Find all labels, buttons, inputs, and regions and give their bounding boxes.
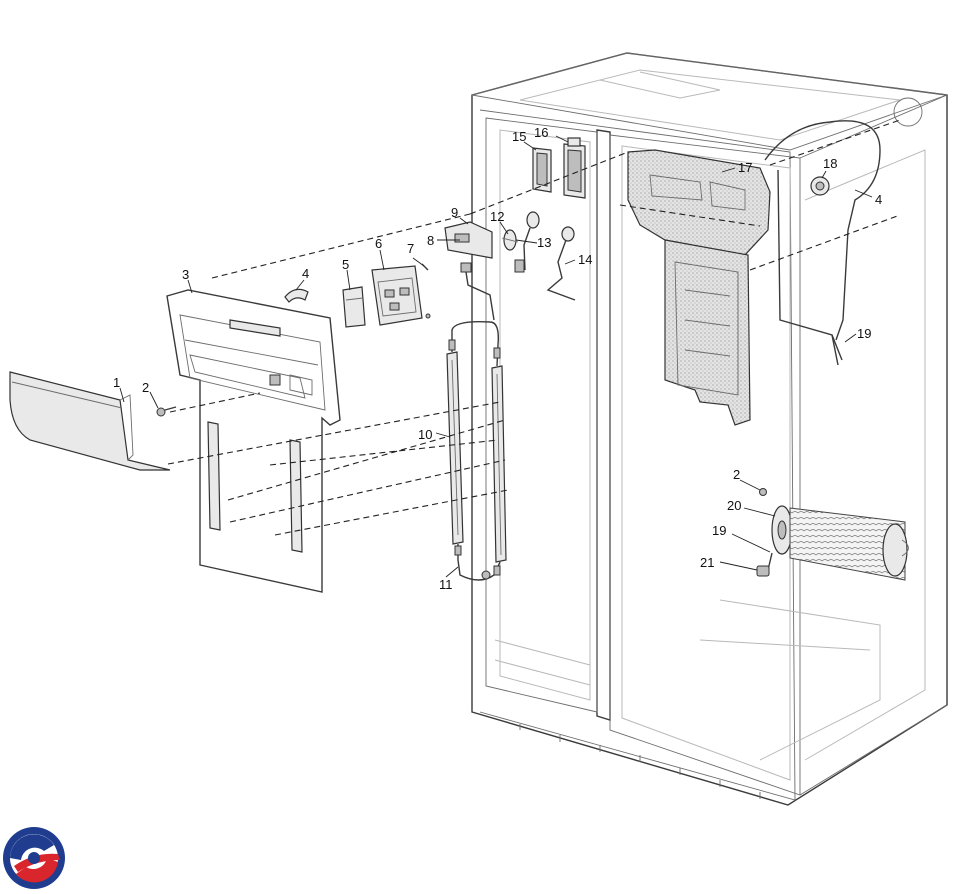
callout-9: 9	[451, 205, 458, 220]
part-18-grommet	[810, 176, 830, 196]
part-12-thermistor	[514, 211, 540, 273]
callout-4-left: 4	[302, 266, 309, 281]
condenser-coil	[789, 507, 909, 581]
part-2-screw-right	[759, 488, 767, 496]
part-21-sensor	[756, 552, 773, 577]
callout-20: 20	[727, 498, 741, 513]
part-10-heater-right	[491, 365, 507, 563]
part-15-vent-left	[532, 147, 552, 193]
callout-labels: 1 2 2 3 4 4 5 6 7 8 9 10 11 12 13 14 15 …	[113, 125, 882, 592]
callout-14: 14	[578, 252, 592, 267]
callout-7: 7	[407, 241, 414, 256]
callout-13: 13	[537, 235, 551, 250]
callout-15: 15	[512, 129, 526, 144]
part-2-screw-left	[156, 406, 177, 417]
callout-5: 5	[342, 257, 349, 272]
part-20-fan-motor	[771, 505, 793, 555]
part-14-wire-harness	[546, 226, 576, 301]
part-9-control-bracket	[444, 221, 493, 259]
callout-19-lower: 19	[712, 523, 726, 538]
part-10-heater-left	[446, 351, 464, 545]
callout-6: 6	[375, 236, 382, 251]
callout-18: 18	[823, 156, 837, 171]
part-7-screw	[421, 263, 431, 319]
callout-12: 12	[490, 209, 504, 224]
assembly-lines	[167, 119, 901, 536]
part-5-cover	[342, 286, 366, 328]
callout-1: 1	[113, 375, 120, 390]
part-4-heater-wire-right	[764, 120, 881, 366]
callout-19-right: 19	[857, 326, 871, 341]
callout-3: 3	[182, 267, 189, 282]
callout-2-left: 2	[142, 380, 149, 395]
part-4-clip-left	[284, 288, 309, 303]
part-1-drip-tray	[9, 371, 171, 471]
callout-11: 11	[439, 577, 453, 592]
leader-lines	[119, 135, 873, 578]
part-3-dispenser-panel	[166, 289, 341, 593]
part-17-evaporator-cover	[627, 149, 771, 426]
part-13-capacitor	[501, 229, 519, 251]
callout-16: 16	[534, 125, 548, 140]
callout-4-right: 4	[875, 192, 882, 207]
part-8-connector	[460, 262, 495, 321]
part-16-vent-right	[563, 137, 586, 199]
callout-10: 10	[418, 427, 432, 442]
part-11-heater-wire	[448, 320, 501, 581]
callout-21: 21	[700, 555, 714, 570]
part-6-housing	[371, 265, 423, 326]
brand-logo-icon	[3, 827, 65, 889]
callout-17: 17	[738, 160, 752, 175]
refrigerator-cabinet	[471, 52, 948, 806]
callout-8: 8	[427, 233, 434, 248]
callout-2-right: 2	[733, 467, 740, 482]
